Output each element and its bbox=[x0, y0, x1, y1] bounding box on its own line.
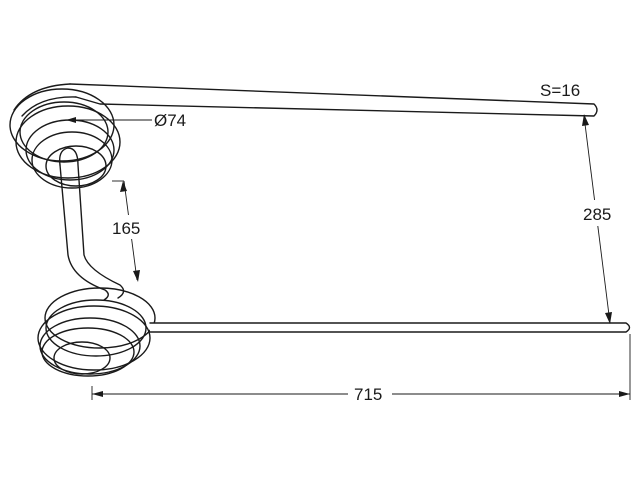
connecting-wire bbox=[58, 147, 125, 301]
upper-tine bbox=[69, 83, 598, 117]
coil-spacing-dimension: 165 bbox=[108, 180, 148, 282]
tine-gap-dimension: 285 bbox=[580, 114, 620, 324]
wire-thickness-label: S=16 bbox=[540, 81, 580, 100]
coil-spacing-label: 165 bbox=[112, 219, 140, 238]
lower-tine bbox=[149, 322, 631, 333]
upper-coil bbox=[9, 83, 121, 189]
tine-gap-label: 285 bbox=[583, 205, 611, 224]
overall-length-dimension: 715 bbox=[91, 334, 631, 406]
wire-thickness-annotation: S=16 bbox=[540, 81, 580, 100]
coil-diameter-dimension: Ø74 bbox=[66, 111, 186, 130]
overall-length-label: 715 bbox=[354, 385, 382, 404]
coil-diameter-label: Ø74 bbox=[154, 111, 186, 130]
lower-coil bbox=[37, 287, 156, 377]
